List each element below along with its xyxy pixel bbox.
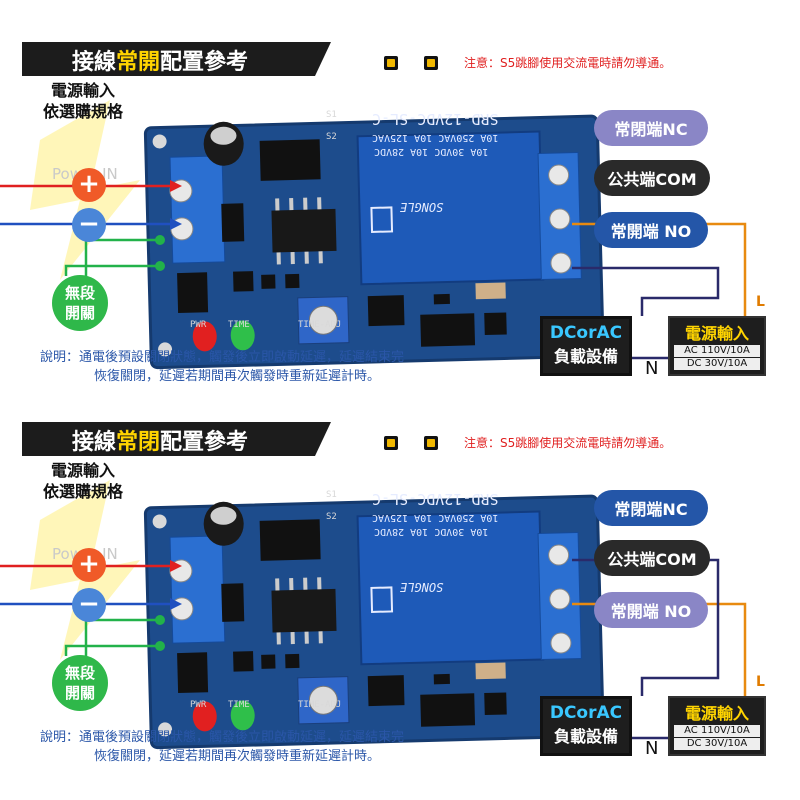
- minus-badge: −: [72, 588, 106, 622]
- section-header: 接線常開配置參考: [22, 42, 331, 76]
- time-silkscreen: TIME: [228, 320, 250, 330]
- no-label: 常開端 NO: [594, 212, 708, 248]
- power-terminal-block: [169, 535, 226, 644]
- plus-badge: +: [72, 168, 106, 202]
- led-green: [230, 700, 255, 731]
- led-red: [192, 701, 217, 732]
- pwr-silkscreen: PWR: [190, 320, 207, 330]
- jumper-header: [259, 139, 321, 181]
- section-title: 接線常開配置參考: [72, 50, 249, 75]
- s2-silkscreen: S2: [326, 132, 337, 142]
- power-source-box: 電源輸入 AC 110V/10A DC 30V/10A: [668, 316, 766, 376]
- mount-hole: [158, 342, 173, 357]
- load-device-box: DCorAC 負載設備: [540, 316, 632, 376]
- mount-hole: [152, 134, 167, 149]
- jumper-icon: [424, 56, 438, 70]
- trigger-terminal: [177, 652, 209, 694]
- minus-badge: −: [72, 208, 106, 242]
- time-adj-silkscreen: TIME-ADJ: [298, 320, 342, 330]
- nc-label: 常閉端NC: [594, 490, 708, 526]
- diode: [221, 583, 245, 622]
- live-label: L: [756, 674, 765, 690]
- pwr-silkscreen: PWR: [190, 700, 207, 710]
- s1-silkscreen: S1: [326, 490, 337, 500]
- power-input-label: 電源輸入 依選購規格: [42, 461, 123, 501]
- section-title: 接線常閉配置參考: [72, 430, 249, 455]
- board-illustration: [0, 100, 766, 370]
- relay-model: SRD-12VDC-SL-C: [372, 490, 499, 508]
- live-label: L: [756, 294, 765, 310]
- ic-pins: [275, 577, 323, 645]
- power-source-box: 電源輸入 AC 110V/10A DC 30V/10A: [668, 696, 766, 756]
- jumper-header: [259, 519, 321, 561]
- arrow-positive: [170, 180, 182, 192]
- neutral-label: N: [645, 358, 659, 379]
- switch-badge: 無段 開關: [52, 655, 108, 711]
- led-red: [192, 321, 217, 352]
- mount-hole: [152, 514, 167, 529]
- time-silkscreen: TIME: [228, 700, 250, 710]
- relay-rating-2: 10A 30VDC 10A 28VDC: [374, 526, 489, 537]
- description-note: 說明：通電後預設關閉狀態，觸發後立即啟動延遲，延遲結束完 恢復關閉，延遲若期間再…: [40, 730, 405, 764]
- nc-label: 常閉端NC: [594, 110, 708, 146]
- mount-hole: [158, 722, 173, 737]
- plus-badge: +: [72, 548, 106, 582]
- wire-switched: [572, 266, 720, 316]
- ic-pins: [275, 197, 323, 265]
- load-device-box: DCorAC 負載設備: [540, 696, 632, 756]
- arrow-positive: [170, 560, 182, 572]
- relay-model: SRD-12VDC-SL-C: [372, 110, 499, 128]
- jumper-icon: [424, 436, 438, 450]
- jumper-icon: [384, 56, 398, 70]
- wire-trigger-2: [64, 264, 160, 276]
- relay-rating-1: 10A 250VAC 10A 125VAC: [372, 512, 499, 523]
- relay-brand: SONGLE: [400, 580, 444, 594]
- wiring-panel: 接線常閉配置參考 電源輸入 依選購規格 注意：S5跳腳使用交流電時請勿導通。 P…: [0, 420, 800, 800]
- section-header: 接線常閉配置參考: [22, 422, 331, 456]
- trigger-terminal: [177, 272, 209, 314]
- switch-badge: 無段 開關: [52, 275, 108, 331]
- pcb-board: [143, 114, 605, 370]
- com-label: 公共端COM: [594, 160, 710, 196]
- time-adj-silkscreen: TIME-ADJ: [298, 700, 342, 710]
- relay-brand: SONGLE: [400, 200, 444, 214]
- wire-trigger-2: [64, 644, 160, 656]
- power-input-label: 電源輸入 依選購規格: [42, 81, 123, 121]
- led-green: [230, 320, 255, 351]
- s2-silkscreen: S2: [326, 512, 337, 522]
- wiring-panel: 接線常開配置參考 電源輸入 依選購規格 注意：S5跳腳使用交流電時請勿導通。 P…: [0, 40, 800, 420]
- ic-chip: [271, 208, 337, 253]
- description-note: 說明：通電後預設關閉狀態，觸發後立即啟動延遲，延遲結束完 恢復關閉，延遲若期間再…: [40, 350, 405, 384]
- no-label: 常開端 NO: [594, 592, 708, 628]
- s1-silkscreen: S1: [326, 110, 337, 120]
- com-label: 公共端COM: [594, 540, 710, 576]
- relay-rating-2: 10A 30VDC 10A 28VDC: [374, 146, 489, 157]
- board-illustration: [0, 480, 766, 750]
- notice-text: 注意：S5跳腳使用交流電時請勿導通。: [464, 56, 672, 70]
- notice-text: 注意：S5跳腳使用交流電時請勿導通。: [464, 436, 672, 450]
- pcb-board: [143, 494, 605, 750]
- diode: [221, 203, 245, 242]
- ic-chip: [271, 588, 337, 633]
- relay-rating-1: 10A 250VAC 10A 125VAC: [372, 132, 499, 143]
- jumper-icon: [384, 436, 398, 450]
- power-terminal-block: [169, 155, 226, 264]
- neutral-label: N: [645, 738, 659, 759]
- arrow-negative: [170, 218, 182, 230]
- arrow-negative: [170, 598, 182, 610]
